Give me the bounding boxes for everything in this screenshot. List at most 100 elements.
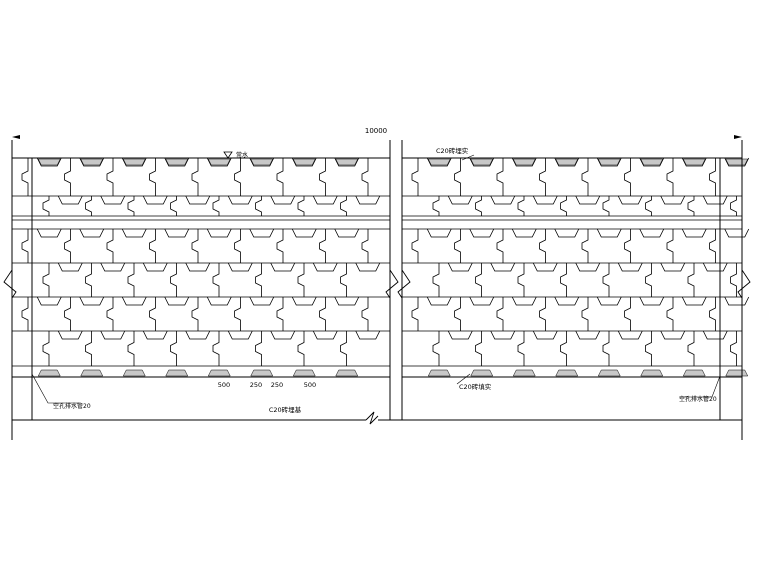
block-notch xyxy=(291,228,317,238)
block-notch xyxy=(121,228,147,238)
block-joint xyxy=(496,158,504,196)
fill-bottom-hatch xyxy=(555,369,579,377)
block-notch xyxy=(355,195,381,205)
fill-top-hatch xyxy=(597,158,621,166)
block-joint xyxy=(64,229,71,263)
fill-top-hatch xyxy=(122,158,146,166)
block-notch xyxy=(185,330,211,340)
block-notch xyxy=(490,330,516,340)
fill-bottom-hatch xyxy=(427,369,451,377)
block-notch xyxy=(575,330,601,340)
block-notch xyxy=(617,262,643,272)
block-notch xyxy=(681,296,707,306)
fill-top-hatch xyxy=(725,158,749,166)
block-joint xyxy=(191,297,199,331)
fill-top-hatch xyxy=(682,158,706,166)
block-notch xyxy=(334,157,360,167)
block-joint xyxy=(340,196,347,216)
block-notch xyxy=(312,330,338,340)
block-joint xyxy=(64,297,71,331)
fill-top-hatch xyxy=(165,158,189,166)
block-joint xyxy=(21,229,29,263)
break-symbol-right xyxy=(737,269,751,299)
fill-top-label: C20砖埋实 xyxy=(436,146,469,155)
block-notch xyxy=(447,195,473,205)
block-joint xyxy=(730,263,737,297)
water-level-marker xyxy=(223,151,233,159)
block-joint xyxy=(602,331,610,366)
block-notch xyxy=(724,228,750,238)
block-joint xyxy=(687,263,695,297)
fill-top-hatch xyxy=(207,158,231,166)
block-notch xyxy=(291,157,317,167)
fill-bottom-hatch xyxy=(470,369,494,377)
block-notch xyxy=(469,228,495,238)
block-joint xyxy=(319,229,326,263)
base-label: C20砖埋基 xyxy=(269,405,302,414)
block-joint xyxy=(340,263,347,297)
block-notch xyxy=(617,195,643,205)
block-notch xyxy=(639,296,665,306)
fill-bottom-hatch xyxy=(207,369,231,377)
leader-line xyxy=(680,375,721,398)
block-notch xyxy=(249,228,275,238)
overall-dimension-label: 10000 xyxy=(365,127,387,135)
block-notch xyxy=(596,228,622,238)
block-joint xyxy=(42,196,50,216)
block-joint xyxy=(709,158,716,196)
dim-label-500-a: 500 xyxy=(218,381,230,389)
block-notch xyxy=(142,262,168,272)
block-notch xyxy=(142,330,168,340)
block-joint xyxy=(645,196,652,216)
block-joint xyxy=(319,158,326,196)
drain-pipe-label-right: 空孔排水管20 xyxy=(679,395,717,403)
leader-line xyxy=(31,373,80,404)
dim-label-500-b: 500 xyxy=(304,381,316,389)
block-notch xyxy=(185,262,211,272)
fill-top-hatch xyxy=(292,158,316,166)
block-notch xyxy=(185,195,211,205)
fill-top-hatch xyxy=(470,158,494,166)
block-joint xyxy=(432,196,440,216)
block-joint xyxy=(127,196,135,216)
block-joint xyxy=(149,229,156,263)
block-notch xyxy=(702,330,728,340)
block-joint xyxy=(212,196,220,216)
block-notch xyxy=(164,228,190,238)
block-joint xyxy=(475,331,482,366)
drawing-frame xyxy=(3,140,751,440)
fill-bottom-hatch xyxy=(640,369,664,377)
block-joint xyxy=(666,158,674,196)
block-notch xyxy=(596,157,622,167)
block-joint xyxy=(645,331,652,366)
block-notch xyxy=(79,228,105,238)
fill-bottom-hatch xyxy=(335,369,359,377)
block-notch xyxy=(36,157,62,167)
block-joint xyxy=(560,331,567,366)
block-joint xyxy=(454,297,461,331)
block-notch xyxy=(660,195,686,205)
block-notch xyxy=(36,296,62,306)
block-notch xyxy=(426,157,452,167)
fill-top-hatch xyxy=(335,158,359,166)
fill-top-hatch xyxy=(250,158,274,166)
block-joint xyxy=(581,297,589,331)
block-joint xyxy=(127,263,135,297)
block-joint xyxy=(212,331,220,366)
block-notch xyxy=(79,157,105,167)
block-notch xyxy=(227,195,253,205)
block-notch xyxy=(206,296,232,306)
block-notch xyxy=(355,262,381,272)
block-joint xyxy=(127,331,135,366)
block-joint xyxy=(21,158,29,196)
block-notch xyxy=(206,228,232,238)
fill-bottom-hatch xyxy=(292,369,316,377)
dim-label-250-b: 250 xyxy=(271,381,283,389)
block-notch xyxy=(447,262,473,272)
drain-pipe-label-left: 空孔排水管20 xyxy=(53,402,91,410)
block-notch xyxy=(469,157,495,167)
block-joint xyxy=(411,229,419,263)
block-notch xyxy=(57,262,83,272)
block-notch xyxy=(681,228,707,238)
